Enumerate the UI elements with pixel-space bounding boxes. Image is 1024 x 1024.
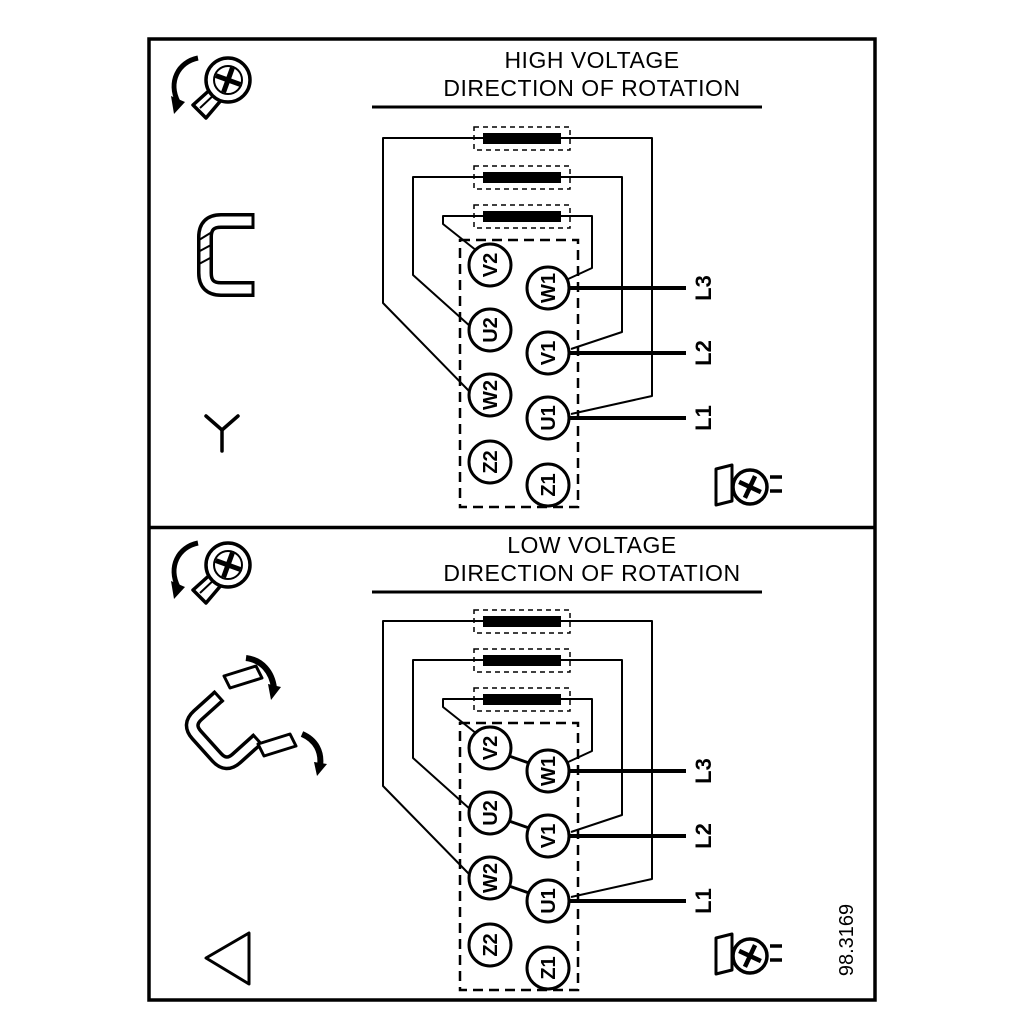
terminal-W2: W2 (467, 855, 513, 901)
supply-line-L2: L2 (569, 823, 716, 849)
screw-rotation-icon (171, 58, 250, 118)
svg-text:V1: V1 (538, 341, 560, 365)
terminal-V2: V2 (467, 242, 513, 288)
jumper-bar (483, 172, 561, 183)
jumper-bar (483, 694, 561, 705)
svg-text:W2: W2 (480, 863, 502, 893)
svg-text:W1: W1 (538, 273, 560, 303)
supply-line-L3: L3 (569, 758, 716, 784)
ground-screw-icon (716, 465, 782, 505)
svg-text:U2: U2 (480, 800, 502, 826)
svg-text:U1: U1 (538, 405, 560, 431)
svg-text:V2: V2 (480, 736, 502, 760)
jumper-links (473, 609, 571, 712)
svg-text:Z1: Z1 (538, 956, 560, 979)
jumper-bar (483, 655, 561, 666)
terminal-U2: U2 (467, 307, 513, 353)
svg-text:L2: L2 (691, 340, 716, 366)
panel-high-voltage: HIGH VOLTAGE DIRECTION OF ROTATION V2 (171, 47, 782, 509)
terminal-V1: V1 (525, 813, 571, 859)
svg-text:U2: U2 (480, 317, 502, 343)
terminal-V1: V1 (525, 330, 571, 376)
svg-text:L3: L3 (691, 758, 716, 784)
svg-text:W1: W1 (538, 756, 560, 786)
delta-diagonal-links (508, 754, 530, 895)
supply-line-L1: L1 (569, 888, 716, 914)
delta-connection-icon (204, 931, 251, 986)
terminal-V2: V2 (467, 725, 513, 771)
panel-title-line2: DIRECTION OF ROTATION (443, 560, 740, 586)
supply-line-L2: L2 (569, 340, 716, 366)
figure-number: 98.3169 (836, 904, 858, 976)
terminal-U1: U1 (525, 878, 571, 924)
supply-line-L3: L3 (569, 275, 716, 301)
jumper-bar (483, 616, 561, 627)
terminal-W1: W1 (525, 748, 571, 794)
supply-line-L1: L1 (569, 405, 716, 431)
panel-low-voltage: LOW VOLTAGE DIRECTION OF ROTATION (171, 532, 782, 992)
jumper-bar (483, 211, 561, 222)
panel-title-line1: HIGH VOLTAGE (504, 47, 679, 73)
svg-text:U1: U1 (538, 888, 560, 914)
svg-text:L3: L3 (691, 275, 716, 301)
svg-text:Z2: Z2 (480, 933, 502, 956)
svg-text:Z1: Z1 (538, 473, 560, 496)
svg-text:L1: L1 (691, 888, 716, 914)
jumper-bar (483, 133, 561, 144)
svg-text:V1: V1 (538, 824, 560, 848)
svg-text:Z2: Z2 (480, 450, 502, 473)
terminal-U1: U1 (525, 395, 571, 441)
diagram-border (147, 37, 877, 1002)
terminal-U2: U2 (467, 790, 513, 836)
svg-text:L1: L1 (691, 405, 716, 431)
terminal-Z1: Z1 (525, 462, 571, 508)
svg-text:W2: W2 (480, 380, 502, 410)
ground-screw-icon (716, 934, 782, 974)
svg-text:V2: V2 (480, 253, 502, 277)
panel-title-line2: DIRECTION OF ROTATION (443, 75, 740, 101)
delta-jumpers-icon (184, 655, 327, 776)
jumper-links (473, 126, 571, 229)
terminal-Z2: Z2 (467, 922, 513, 968)
terminal-W2: W2 (467, 372, 513, 418)
star-connection-icon (204, 414, 240, 453)
screw-rotation-icon (171, 543, 250, 603)
terminal-W1: W1 (525, 265, 571, 311)
panel-title-line1: LOW VOLTAGE (507, 532, 677, 558)
terminals-low: V2 U2 W2 Z2 W1 V1 (467, 725, 571, 991)
terminals-high: V2 U2 W2 Z2 W1 V1 (467, 242, 571, 508)
terminal-Z2: Z2 (467, 439, 513, 485)
svg-text:L2: L2 (691, 823, 716, 849)
jumper-link-icon (197, 213, 255, 297)
terminal-Z1: Z1 (525, 945, 571, 991)
